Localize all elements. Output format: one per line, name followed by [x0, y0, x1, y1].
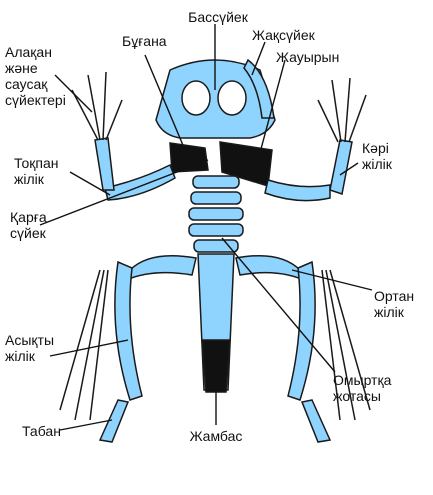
leader-humerus	[69, 171, 111, 196]
left-tibia	[114, 260, 143, 401]
left-eye-socket	[181, 80, 211, 116]
label-skull: Бассүйек	[188, 9, 248, 25]
right-femur	[235, 255, 311, 284]
vertebra	[188, 207, 244, 221]
leader-radius	[339, 162, 359, 176]
leader-tibia	[49, 339, 129, 357]
right-hand-bones	[317, 77, 367, 143]
left-foot	[98, 399, 130, 443]
leader-hand	[54, 74, 93, 113]
leader-scapula	[257, 59, 286, 161]
right-tibia	[287, 260, 316, 401]
label-scapula: Жауырын	[276, 49, 340, 65]
left-femur	[119, 255, 197, 284]
leader-femur	[291, 269, 373, 291]
vertebra	[190, 191, 242, 205]
left-toe-bones	[59, 269, 109, 421]
label-jaw: Жақсүйек	[252, 27, 315, 43]
right-foot	[300, 399, 332, 443]
right-humerus	[264, 179, 331, 202]
right-eye-socket	[217, 80, 247, 116]
vertebra	[192, 175, 240, 189]
skull-bone	[155, 59, 276, 139]
leader-jaw	[251, 41, 266, 76]
left-radius	[94, 137, 115, 191]
clavicle-bone	[169, 142, 209, 173]
right-radius	[329, 139, 353, 195]
label-clavicle: Бұғана	[122, 33, 167, 49]
pelvis-dark	[201, 339, 231, 393]
label-pelvis: Жамбас	[189, 428, 243, 444]
leader-coracoid	[39, 159, 209, 226]
left-humerus	[104, 163, 176, 201]
leader-spine	[221, 237, 336, 373]
leader-lines	[39, 24, 373, 431]
right-toe-bones	[321, 269, 371, 421]
leader-foot	[59, 419, 113, 431]
label-foot: Табан	[22, 423, 61, 439]
left-hand-bones	[71, 71, 123, 141]
leader-clavicle	[144, 54, 186, 151]
vertebra	[188, 223, 244, 237]
